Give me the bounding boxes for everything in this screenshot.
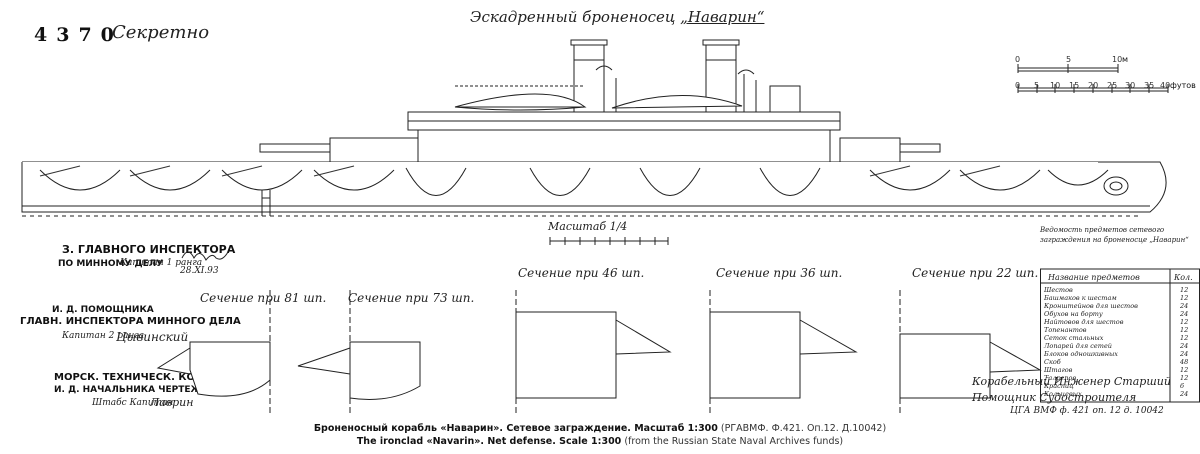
legend-row-name: Блоков одношкивных: [1044, 350, 1118, 358]
legend-row: Скоб 48: [1044, 358, 1188, 366]
scale-feet-unit: футов: [1170, 81, 1196, 90]
legend-row: Штагов 12: [1044, 366, 1188, 374]
legend-row-qty: 12: [1180, 334, 1189, 342]
stamp-committee-line-3: Штабс Капитан: [92, 398, 174, 408]
legend-row-name: Лопарей для сетей: [1044, 342, 1112, 350]
title-prefix: Эскадренный броненосец: [470, 8, 676, 26]
section-label: Сечение при 73 шп.: [348, 291, 475, 305]
legend-row-name: Сеток стальных: [1044, 334, 1104, 342]
legend-row: Лопарей для сетей 24: [1044, 342, 1188, 350]
stamp-inspector-date: 28.ХІ.93: [180, 266, 219, 276]
title-ship-name: „Наварин“: [680, 8, 765, 26]
caption-english: The ironclad «Navarin». Net defense. Sca…: [0, 436, 1200, 447]
legend-row: Талрепов 12: [1044, 374, 1188, 382]
legend-row-qty: 24: [1180, 310, 1189, 318]
section-label: Сечение при 81 шп.: [200, 291, 327, 305]
legend-row-qty: 12: [1180, 318, 1189, 326]
legend-row-qty: 48: [1180, 358, 1189, 366]
legend-row-name: Башмаков к шестам: [1044, 294, 1117, 302]
legend-row-name: Шестов: [1044, 286, 1073, 294]
legend-row-qty: 6: [1180, 382, 1185, 390]
legend-row-name: Кольцевых: [1044, 390, 1082, 398]
caption-russian: Броненосный корабль «Наварин». Сетевое з…: [0, 423, 1200, 434]
legend-row-name: Обухов на борту: [1044, 310, 1103, 318]
cross-section-drawings: [156, 290, 1042, 415]
ship-elevation: [21, 39, 1167, 217]
stamp-assistant-line-3: Капитан 2 ранга: [62, 331, 145, 341]
caption-russian-main: Броненосный корабль «Наварин». Сетевое з…: [313, 423, 718, 434]
scale-bars: [1017, 64, 1169, 93]
stamp-inspector-line-1: З. ГЛАВНОГО ИНСПЕКТОРА: [62, 243, 236, 256]
scale-metric-tick: 0: [1015, 55, 1021, 64]
scale-feet-tick: 15: [1069, 81, 1080, 90]
scale-feet-tick: 40: [1160, 81, 1171, 90]
engineer-signature-block: Корабельный Инженер Старший Помощник Суд…: [972, 374, 1171, 406]
signature-line-2: Помощник Судостроителя: [972, 391, 1137, 404]
scale-feet-tick: 0: [1015, 81, 1021, 90]
section-label: Сечение при 46 шп.: [518, 266, 645, 280]
legend-table: Ведомость предметов сетевого заграждения…: [1040, 225, 1200, 403]
archive-reference: ЦГА ВМФ ф. 421 оп. 12 д. 10042: [1010, 406, 1164, 416]
legend-row: Шестов 12: [1044, 286, 1188, 294]
legend-row: Топенантов 12: [1044, 326, 1188, 334]
signature-line-1: Корабельный Инженер Старший: [972, 375, 1171, 388]
stamp-inspector-line-3: Капитан 1 ранга: [120, 258, 203, 268]
legend-row-qty: 24: [1180, 350, 1189, 358]
scale-metric-tick: 10: [1112, 55, 1123, 64]
inspector-signature: [181, 251, 229, 261]
caption-english-source: (from the Russian State Naval Archives f…: [621, 436, 844, 447]
stamp-committee-line-1: МОРСК. ТЕХНИЧЕСК. КОМИТЕТЪ: [54, 372, 244, 383]
legend-row-qty: 12: [1180, 374, 1189, 382]
scale-feet-tick: 35: [1144, 81, 1155, 90]
scale-feet-tick: 20: [1088, 81, 1099, 90]
legend-row-name: Талрепов: [1044, 374, 1077, 382]
legend-row: Башмаков к шестам 12: [1044, 294, 1188, 302]
legend-row: Краспиц 6: [1044, 382, 1184, 390]
legend-col-name: Название предметов: [1048, 273, 1140, 282]
legend-row-qty: 12: [1180, 286, 1189, 294]
legend-row-name: Найтовов для шестов: [1044, 318, 1124, 326]
scale-metric-tick: 5: [1066, 55, 1072, 64]
scale-feet-tick: 5: [1034, 81, 1040, 90]
stamp-committee-line-2: И. Д. НАЧАЛЬНИКА ЧЕРТЕЖНОЙ: [54, 385, 225, 395]
sheet-number: 4370: [34, 24, 123, 46]
legend-row-qty: 12: [1180, 294, 1189, 302]
legend-row: Обухов на борту 24: [1044, 310, 1188, 318]
caption-russian-source: (РГАВМФ. Ф.421. Оп.12. Д.10042): [717, 423, 887, 434]
section-label: Сечение при 22 шп.: [912, 266, 1039, 280]
legend-row: Блоков одношкивных 24: [1044, 350, 1188, 358]
drawing-title: Эскадренный броненосец „Наварин“: [470, 8, 764, 26]
caption-english-main: The ironclad «Navarin». Net defense. Sca…: [356, 436, 622, 447]
section-label: Сечение при 36 шп.: [716, 266, 843, 280]
legend-row-name: Штагов: [1044, 366, 1073, 374]
stamp-assistant-line-1: И. Д. ПОМОЩНИКА: [52, 305, 154, 315]
scale-feet-tick: 10: [1050, 81, 1061, 90]
legend-row: Найтовов для шестов 12: [1044, 318, 1188, 326]
legend-row-qty: 24: [1180, 302, 1189, 310]
plan-scale-bar: [549, 237, 669, 245]
stamp-assistant-line-2: ГЛАВН. ИНСПЕКТОРА МИННОГО ДЕЛА: [20, 316, 241, 327]
stamp-committee-signature: Лаврин: [150, 396, 194, 409]
scale-metric-unit: м: [1122, 55, 1129, 64]
legend-row: Сеток стальных 12: [1044, 334, 1188, 342]
legend-row: Кронштейнов для шестов 24: [1044, 302, 1188, 310]
legend-row: Кольцевых 24: [1044, 390, 1188, 398]
legend-col-qty: Кол.: [1174, 273, 1193, 282]
legend-row-qty: 24: [1180, 390, 1189, 398]
stamp-assistant-signature: Цывинский: [116, 330, 189, 344]
legend-row-qty: 12: [1180, 326, 1189, 334]
scale-feet-tick: 30: [1125, 81, 1136, 90]
legend-row-qty: 12: [1180, 366, 1189, 374]
legend-row-name: Топенантов: [1044, 326, 1087, 334]
legend-row-qty: 24: [1180, 342, 1189, 350]
legend-row-name: Скоб: [1044, 358, 1061, 366]
legend-row-name: Кронштейнов для шестов: [1044, 302, 1138, 310]
stamp-inspector-line-2: ПО МИННОМУ ДЕЛУ: [58, 259, 164, 269]
legend-row-name: Краспиц: [1044, 382, 1074, 390]
legend-title: Ведомость предметов сетевого заграждения…: [1040, 226, 1189, 244]
plan-scale-label: Масштаб 1/4: [548, 220, 628, 233]
scale-feet-tick: 25: [1107, 81, 1118, 90]
secrecy-mark: Секретно: [112, 22, 210, 43]
